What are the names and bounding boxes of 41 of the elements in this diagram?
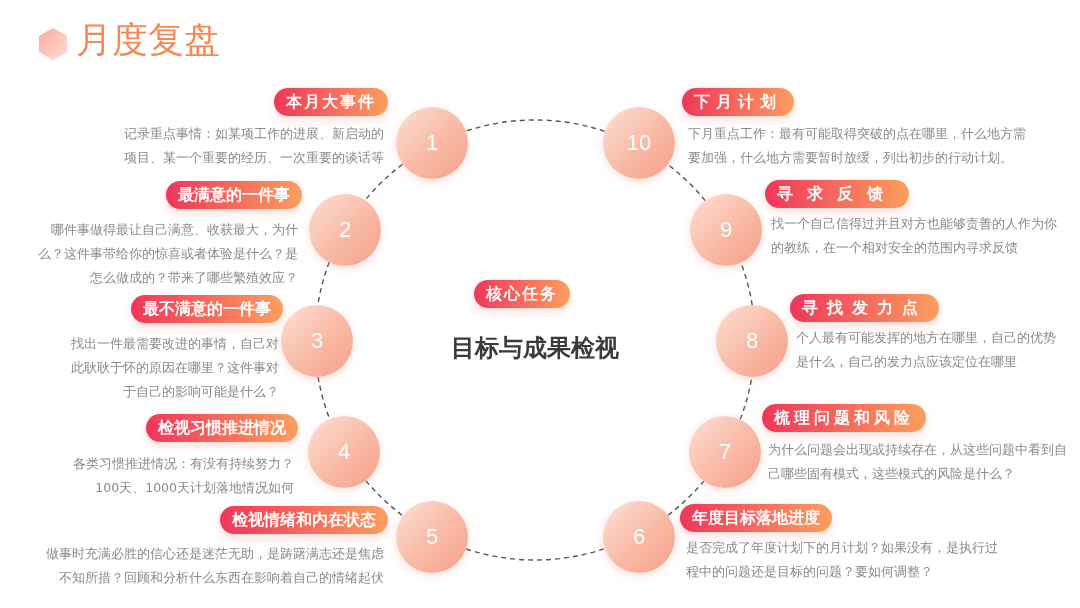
number-circle: 3 [281, 305, 353, 377]
description-text: 哪件事做得最让自己满意、收获最大，为什么？这件事带给你的惊喜或者体验是什么？是怎么做成的？带来了哪些繁殖效应？ [37, 221, 298, 287]
description-text: 找一个自己信得过并且对方也能够责善的人作为你的教练，在一个相对安全的范围内寻求反馈 [771, 215, 1058, 257]
dashed-connector [667, 164, 706, 202]
number-circle: 1 [396, 107, 468, 179]
topic-pill: 最满意的一件事 [166, 181, 302, 209]
description-text: 为什么问题会出现或持续存在，从这些问题中看到自己哪些固有模式，这些模式的风险是什么？ [768, 441, 1068, 483]
dashed-connector [317, 376, 331, 420]
topic-pill: 年度目标落地进度 [680, 504, 832, 532]
number-circle: 5 [396, 501, 468, 573]
topic-pill: 本月大事件 [274, 88, 388, 116]
description-text: 各类习惯推进情况：有没有持续努力？100天、1000天计划落地情况如何 [72, 455, 294, 497]
number-circle: 4 [308, 416, 380, 488]
topic-pill: 寻求反馈 [765, 180, 909, 208]
dashed-connector [364, 163, 404, 201]
description-text: 个人最有可能发挥的地方在哪里，自己的优势是什么，自己的发力点应该定位在哪里 [796, 329, 1057, 371]
number-circle: 7 [689, 416, 761, 488]
topic-pill: 最不满意的一件事 [131, 295, 283, 323]
dashed-connector [365, 480, 404, 517]
number-circle: 2 [309, 194, 381, 266]
description-text: 下月重点工作：最有可能取得突破的点在哪里，什么地方需要加强，什么地方需要暂时放缓，列出初步的行动计划。 [688, 125, 1027, 167]
topic-pill: 检视情绪和内在状态 [220, 506, 388, 534]
page-title: 月度复盘 [76, 18, 220, 62]
number-circle: 6 [603, 501, 675, 573]
dashed-connector [667, 480, 705, 516]
topic-pill: 寻找发力点 [790, 294, 939, 322]
dashed-connector [465, 119, 606, 132]
description-text: 找出一件最需要改进的事情，自己对此耿耿于怀的原因在哪里？这件事对于自己的影响可能是什么？ [70, 335, 279, 401]
number-circle: 8 [716, 305, 788, 377]
topic-pill: 检视习惯推进情况 [146, 414, 298, 442]
center-heading: 目标与成果检视 [450, 333, 620, 364]
dashed-connector [740, 262, 753, 306]
core-task-pill: 核心任务 [474, 280, 570, 308]
dashed-connector [465, 548, 606, 561]
topic-pill: 下月计划 [682, 88, 794, 116]
topic-pill: 梳理问题和风险 [762, 404, 926, 432]
description-text: 是否完成了年度计划下的月计划？如果没有，是执行过程中的问题还是目标的问题？要如何调整？ [686, 539, 999, 581]
number-circle: 9 [690, 194, 762, 266]
description-text: 做事时充满必胜的信心还是迷茫无助，是踌躇满志还是焦虑不知所措？回顾和分析什么东西在影响着自己的情绪起伏 [45, 545, 384, 587]
number-circle: 10 [603, 107, 675, 179]
description-text: 记录重点事情：如某项工作的进展、新启动的项目、某一个重要的经历、一次重要的谈话等 [123, 125, 384, 167]
